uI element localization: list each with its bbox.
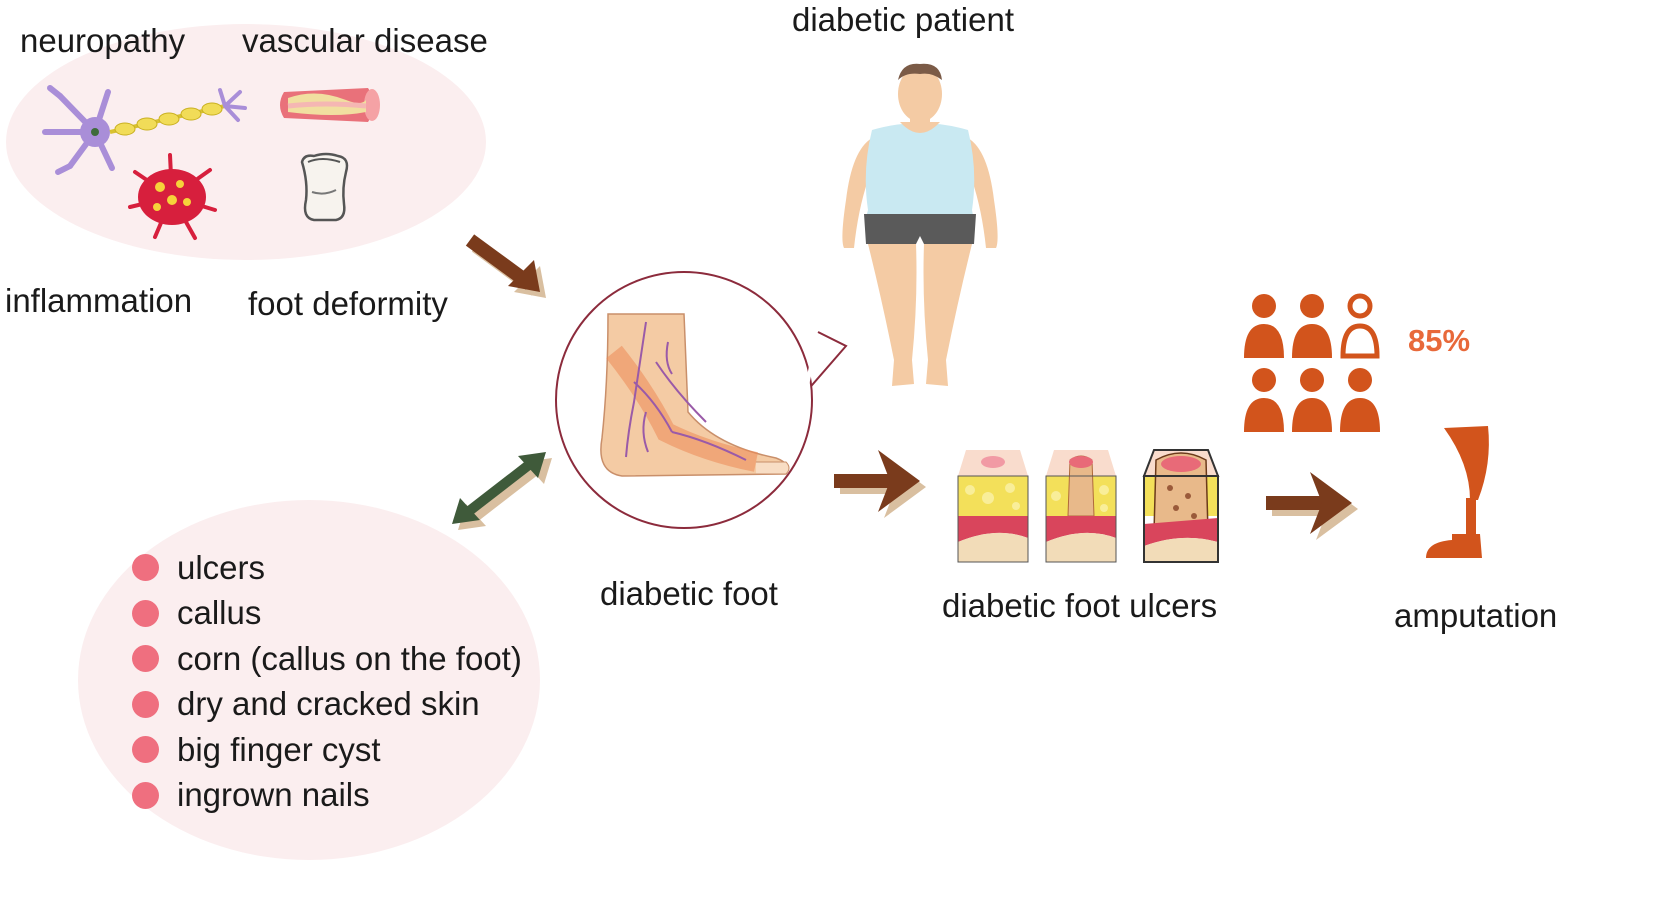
neuron-icon bbox=[42, 85, 247, 175]
label-neuropathy: neuropathy bbox=[20, 22, 186, 59]
condition-text: dry and cracked skin bbox=[177, 685, 480, 723]
label-inflammation: inflammation bbox=[5, 282, 193, 319]
prosthetic-leg-icon bbox=[1426, 426, 1489, 558]
bullet-icon bbox=[132, 781, 159, 809]
ulcer-stage-3-icon bbox=[1142, 449, 1220, 563]
foot-deformity-icon bbox=[300, 152, 349, 222]
foot-zoom-bubble bbox=[555, 271, 848, 529]
bullet-icon bbox=[132, 690, 159, 718]
label-diabetic-patient: diabetic patient bbox=[792, 1, 1014, 38]
bullet-icon bbox=[132, 599, 159, 627]
arrow-to-amputation bbox=[1266, 472, 1358, 540]
arrow-to-foot bbox=[465, 234, 546, 298]
double-arrow bbox=[452, 452, 552, 530]
condition-text: big finger cyst bbox=[177, 730, 381, 768]
label-amputation: amputation bbox=[1394, 597, 1558, 634]
inflammation-cell-icon bbox=[128, 153, 217, 240]
condition-text: callus bbox=[177, 594, 262, 632]
label-diabetic-foot: diabetic foot bbox=[600, 575, 778, 612]
ulcer-stage-2-icon bbox=[1045, 450, 1117, 563]
blood-vessel-icon bbox=[280, 88, 380, 122]
condition-text: corn (callus on the foot) bbox=[177, 639, 522, 677]
ulcer-stage-1-icon bbox=[957, 450, 1029, 563]
diabetic-patient-figure bbox=[842, 63, 998, 386]
arrow-to-ulcers bbox=[834, 450, 926, 518]
list-item: corn (callus on the foot) bbox=[132, 636, 522, 682]
list-item: ingrown nails bbox=[132, 773, 522, 819]
condition-text: ingrown nails bbox=[177, 776, 370, 814]
bullet-icon bbox=[132, 645, 159, 673]
label-vascular-disease: vascular disease bbox=[242, 22, 488, 59]
people-statistic-icon bbox=[1244, 293, 1380, 432]
list-item: dry and cracked skin bbox=[132, 682, 522, 728]
stat-value: 85% bbox=[1408, 323, 1471, 358]
bullet-icon bbox=[132, 736, 159, 764]
label-foot-deformity: foot deformity bbox=[248, 285, 448, 322]
list-item: big finger cyst bbox=[132, 727, 522, 773]
bullet-icon bbox=[132, 554, 159, 582]
list-item: ulcers bbox=[132, 545, 522, 591]
list-item: callus bbox=[132, 591, 522, 637]
conditions-list: ulcers callus corn (callus on the foot) … bbox=[132, 545, 522, 818]
condition-text: ulcers bbox=[177, 548, 266, 586]
label-diabetic-foot-ulcers: diabetic foot ulcers bbox=[942, 587, 1218, 624]
